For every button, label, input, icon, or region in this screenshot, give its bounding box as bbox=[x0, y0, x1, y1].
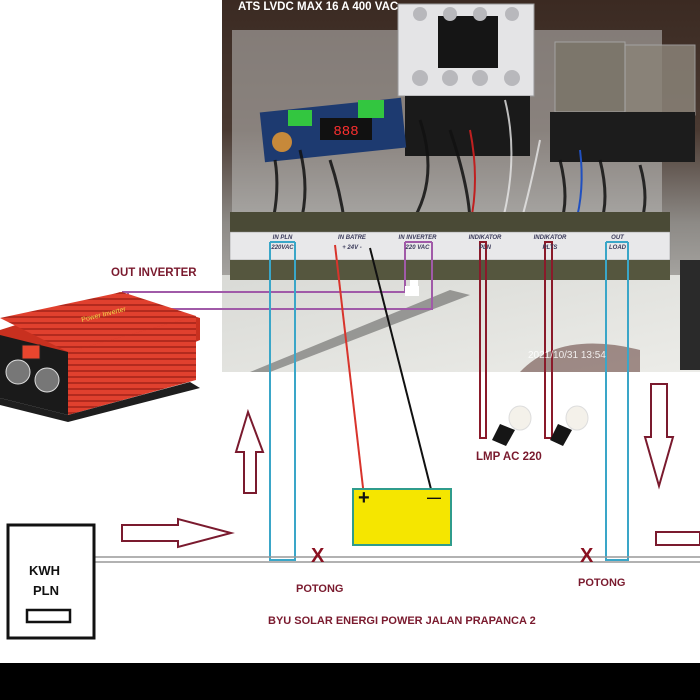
terminal-sublabel: PLTS bbox=[542, 245, 558, 251]
voltage-module: 888 bbox=[259, 97, 407, 163]
kwh-meter bbox=[6, 523, 96, 640]
lamp-plts bbox=[550, 405, 589, 446]
terminal-label: IN BATRE bbox=[338, 235, 366, 241]
cut-label-left: POTONG bbox=[296, 583, 344, 595]
pln-wires bbox=[269, 241, 629, 561]
battery-positive-wire bbox=[334, 244, 366, 506]
diagram-title: BYU SOLAR ENERGI POWER JALAN PRAPANCA 2 bbox=[268, 615, 536, 627]
cut-label-right: POTONG bbox=[578, 577, 626, 589]
arrow-down bbox=[643, 383, 675, 490]
terminal-label: IN INVERTER bbox=[398, 235, 437, 241]
battery bbox=[352, 488, 452, 546]
lamp-pln bbox=[492, 405, 532, 446]
cut-mark-right: X bbox=[580, 545, 594, 567]
terminal-sublabel: + 24V - bbox=[342, 245, 362, 251]
lamp-label: LMP AC 220 bbox=[476, 451, 542, 463]
battery-minus: — bbox=[427, 489, 441, 505]
terminal-sublabel: LOAD bbox=[609, 245, 626, 251]
footer-bar bbox=[0, 663, 700, 700]
photo-timestamp: 2021/10/31 13:54 bbox=[528, 350, 606, 361]
display-digits: 888 bbox=[333, 124, 358, 140]
cut-mark-left: X bbox=[311, 545, 325, 567]
out-inverter-label: OUT INVERTER bbox=[111, 267, 197, 279]
kwh-label: KWH bbox=[29, 563, 61, 578]
terminal-block bbox=[229, 212, 671, 280]
battery-plus: + bbox=[358, 487, 370, 509]
terminal-sublabel: 220 VAC bbox=[405, 245, 430, 251]
pln-label: PLN bbox=[33, 583, 59, 598]
arrow-right-left bbox=[121, 517, 235, 549]
pln-main-line bbox=[95, 556, 700, 563]
arrow-right-right bbox=[655, 531, 700, 546]
contactor bbox=[397, 3, 535, 156]
terminal-label: OUT bbox=[611, 235, 624, 241]
battery-negative-wire bbox=[369, 247, 436, 506]
terminal-sublabel: PLN bbox=[479, 245, 491, 251]
terminal-label: INDIKATOR bbox=[533, 235, 567, 241]
arrow-up bbox=[234, 408, 265, 494]
relays bbox=[550, 41, 696, 162]
power-inverter: Power Inverter bbox=[0, 292, 200, 422]
terminal-label: IN PLN bbox=[272, 235, 293, 241]
terminal-sublabel: 220VAC bbox=[271, 245, 294, 251]
terminal-label: INDIKATOR bbox=[468, 235, 502, 241]
panel-header: ATS LVDC MAX 16 A 400 VAC bbox=[238, 1, 399, 13]
